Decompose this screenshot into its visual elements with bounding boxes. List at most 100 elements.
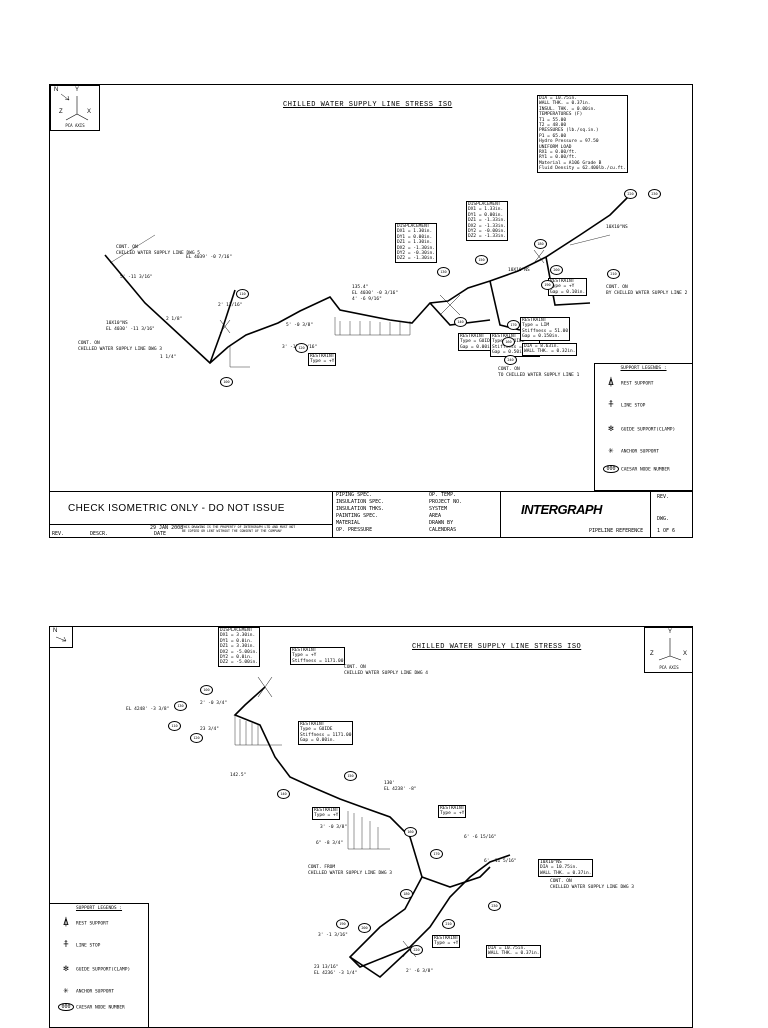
node-sample: 000 bbox=[58, 1003, 74, 1011]
data-line: DY2 = 0.0in. bbox=[220, 655, 253, 661]
data-line: Stiffness = 51.00 bbox=[522, 328, 569, 334]
data-line: RX1 = 0.00/ft. bbox=[539, 150, 577, 156]
guide-support-icon: ✻ bbox=[608, 424, 614, 434]
spec-fields: PIPING SPEC. INSULATION SPEC. INSULATION… bbox=[332, 492, 501, 537]
guide-support-icon: ✻ bbox=[63, 964, 69, 974]
pipe-isometric bbox=[233, 676, 511, 979]
node-marker: 220 bbox=[410, 945, 423, 955]
legend-title: SUPPORT LEGENDS : bbox=[620, 366, 667, 371]
legend-item: ⍏LINE STOP bbox=[601, 400, 645, 410]
legend-item: ⍋REST SUPPORT bbox=[601, 378, 654, 388]
restraint-box: RESTRAINT Type = LIM Stiffness = 51.00 G… bbox=[520, 317, 571, 341]
data-line: Gap = 0.00in. bbox=[300, 738, 336, 744]
restraint-box: RESTRAINT Type = GUIDE Stiffness = 1171.… bbox=[298, 721, 354, 745]
node-marker: 240 bbox=[504, 355, 517, 365]
data-line: T2 = 48.00 bbox=[539, 123, 567, 129]
dimension-note: 2' 11/16" bbox=[218, 303, 243, 308]
dimension-note: 2' -6 3/8" bbox=[406, 969, 434, 974]
node-marker: 110 bbox=[236, 289, 249, 299]
property-notice: THIS DRAWING IS THE PROPERTY OF INTERGRA… bbox=[182, 525, 296, 533]
node-marker: 190 bbox=[541, 280, 554, 290]
data-line: RY1 = 0.00/ft. bbox=[539, 155, 577, 161]
dimension-note: 142.5" bbox=[230, 773, 247, 778]
drawing-title: CHILLED WATER SUPPLY LINE STRESS ISO bbox=[283, 101, 453, 109]
data-line: DZ1 = 1.30in. bbox=[397, 240, 433, 246]
data-line: Stiffness = 1171.00 bbox=[292, 658, 344, 664]
node-marker: 200 bbox=[358, 923, 371, 933]
data-line: RESTRAINT bbox=[460, 334, 485, 339]
drawing-sheet-1: N Y Z X PCA AXIS CHILLED WATER SUPPLY LI… bbox=[49, 84, 693, 538]
field-label: OP. PRESSURE bbox=[336, 527, 373, 533]
node-marker: 170 bbox=[507, 320, 520, 330]
node-marker: 140 bbox=[277, 789, 290, 799]
legend-label: ANCHOR SUPPORT bbox=[621, 449, 659, 455]
revision-strip: REV. DESCR. 29 JAN 2008 DATE THIS DRAWIN… bbox=[50, 524, 332, 537]
data-line: DISPLACEMENT bbox=[468, 202, 501, 207]
data-line: WALL THK. = 0.37in. bbox=[540, 870, 592, 876]
restraint-box: RESTRAINT Type = +Y bbox=[432, 935, 461, 948]
note: CONT. ON CHILLED WATER SUPPLY LINE DWG 4 bbox=[344, 665, 428, 676]
note: CONT. ON CHILLED WATER SUPPLY LINE DWG 5 bbox=[116, 245, 200, 256]
note: CONT. ON BY CHILLED WATER SUPPLY LINE 2 bbox=[606, 285, 688, 296]
north-label: N bbox=[54, 87, 59, 93]
legend-label: REST SUPPORT bbox=[621, 381, 654, 387]
data-line: Stiffness = 71.00 bbox=[492, 344, 539, 350]
data-line: DY1 = 0.00in. bbox=[468, 212, 504, 218]
note: CONT. ON CHILLED WATER SUPPLY LINE DWG 3 bbox=[550, 879, 634, 890]
axis-y-label: Y bbox=[668, 629, 673, 635]
node-marker: 180 bbox=[534, 239, 547, 249]
axis-caption: PCA AXIS bbox=[65, 123, 85, 128]
rev-dwg-block: REV. DWG. 1 OF 6 bbox=[650, 492, 692, 537]
elevation-note: 10X10"NS EL 4030' -11 3/16" bbox=[106, 321, 155, 332]
north-arrow-icon bbox=[55, 636, 67, 642]
sheet-number: 1 OF 6 bbox=[657, 528, 676, 534]
field-label: AREA bbox=[429, 513, 442, 519]
axis-x-label: X bbox=[683, 651, 688, 657]
north-box: N bbox=[50, 627, 73, 648]
data-line: Type = +Y bbox=[292, 653, 317, 659]
axis-z-label: Z bbox=[59, 109, 63, 115]
rest-support-icon: ⍋ bbox=[63, 918, 69, 928]
support-legend: SUPPORT LEGENDS : ⍋REST SUPPORT ⍏LINE ST… bbox=[594, 363, 692, 491]
field-label: SYSTEM bbox=[429, 506, 448, 512]
field-label: INSULATION SPEC. bbox=[336, 499, 385, 505]
legend-title: SUPPORT LEGENDS : bbox=[75, 906, 123, 911]
data-line: Type = +Y bbox=[440, 811, 465, 817]
node-marker: 100 bbox=[200, 685, 213, 695]
legend-label: LINE STOP bbox=[76, 943, 101, 949]
note: CONT. ON CHILLED WATER SUPPLY LINE DWG 3 bbox=[78, 341, 162, 352]
note: CONT. ON TO CHILLED WATER SUPPLY LINE 1 bbox=[498, 367, 580, 378]
drawing-title: CHILLED WATER SUPPLY LINE STRESS ISO bbox=[412, 643, 582, 651]
field-label: MATERIAL bbox=[336, 520, 361, 526]
node-marker: 130 bbox=[437, 267, 450, 277]
data-line: DZ2 = -1.33in. bbox=[468, 234, 506, 240]
node-marker: 150 bbox=[344, 771, 357, 781]
data-line: DX1 = 3.30in. bbox=[220, 633, 256, 639]
data-line: DIA = 10.75in. bbox=[539, 96, 577, 101]
anchor-support-icon: ✳ bbox=[63, 986, 69, 996]
note: CONT. FROM CHILLED WATER SUPPLY LINE DWG… bbox=[308, 865, 392, 876]
restraint-box: RESTRAINT Type = +Y bbox=[308, 353, 337, 366]
dia-box: 10X10"NS DIA = 10.75in. WALL THK. = 0.37… bbox=[538, 859, 594, 878]
data-line: Type = GUIDE bbox=[460, 339, 493, 345]
restraint-box: RESTRAINT Type = +Y Gap = 0.10in. bbox=[548, 278, 588, 297]
data-line: UNIFORM LOAD bbox=[539, 144, 572, 150]
pipe-data-box: DIA = 10.75in. WALL THK. = 0.37in. INSUL… bbox=[537, 95, 628, 173]
legend-label: GUIDE SUPPORT(CLAMP) bbox=[621, 427, 676, 433]
elevation-note: EL 4248' -3 3/8" bbox=[126, 707, 170, 712]
title-block: CHECK ISOMETRIC ONLY - DO NOT ISSUE REV.… bbox=[50, 491, 692, 537]
date-label: DATE bbox=[154, 531, 167, 537]
data-line: DY1 = 0.00in. bbox=[397, 234, 433, 240]
data-line: RESTRAINT bbox=[440, 806, 465, 811]
data-line: DX2 = -5.00in. bbox=[220, 649, 258, 655]
data-line: DY2 = -0.00in. bbox=[468, 229, 506, 235]
data-line: DZ1 = -1.33in. bbox=[468, 218, 506, 224]
data-line: DY1 = 0.0in. bbox=[220, 638, 253, 644]
node-marker: 120 bbox=[295, 343, 308, 353]
check-isometric-text: CHECK ISOMETRIC ONLY - DO NOT ISSUE bbox=[68, 503, 285, 514]
legend-label: CAESAR NODE NUMBER bbox=[76, 1005, 125, 1011]
data-line: Hydro Pressure = 97.50 bbox=[539, 139, 599, 145]
support-legend: SUPPORT LEGENDS : ⍋REST SUPPORT ⍏LINE ST… bbox=[50, 903, 149, 1027]
north-label: N bbox=[53, 628, 58, 634]
